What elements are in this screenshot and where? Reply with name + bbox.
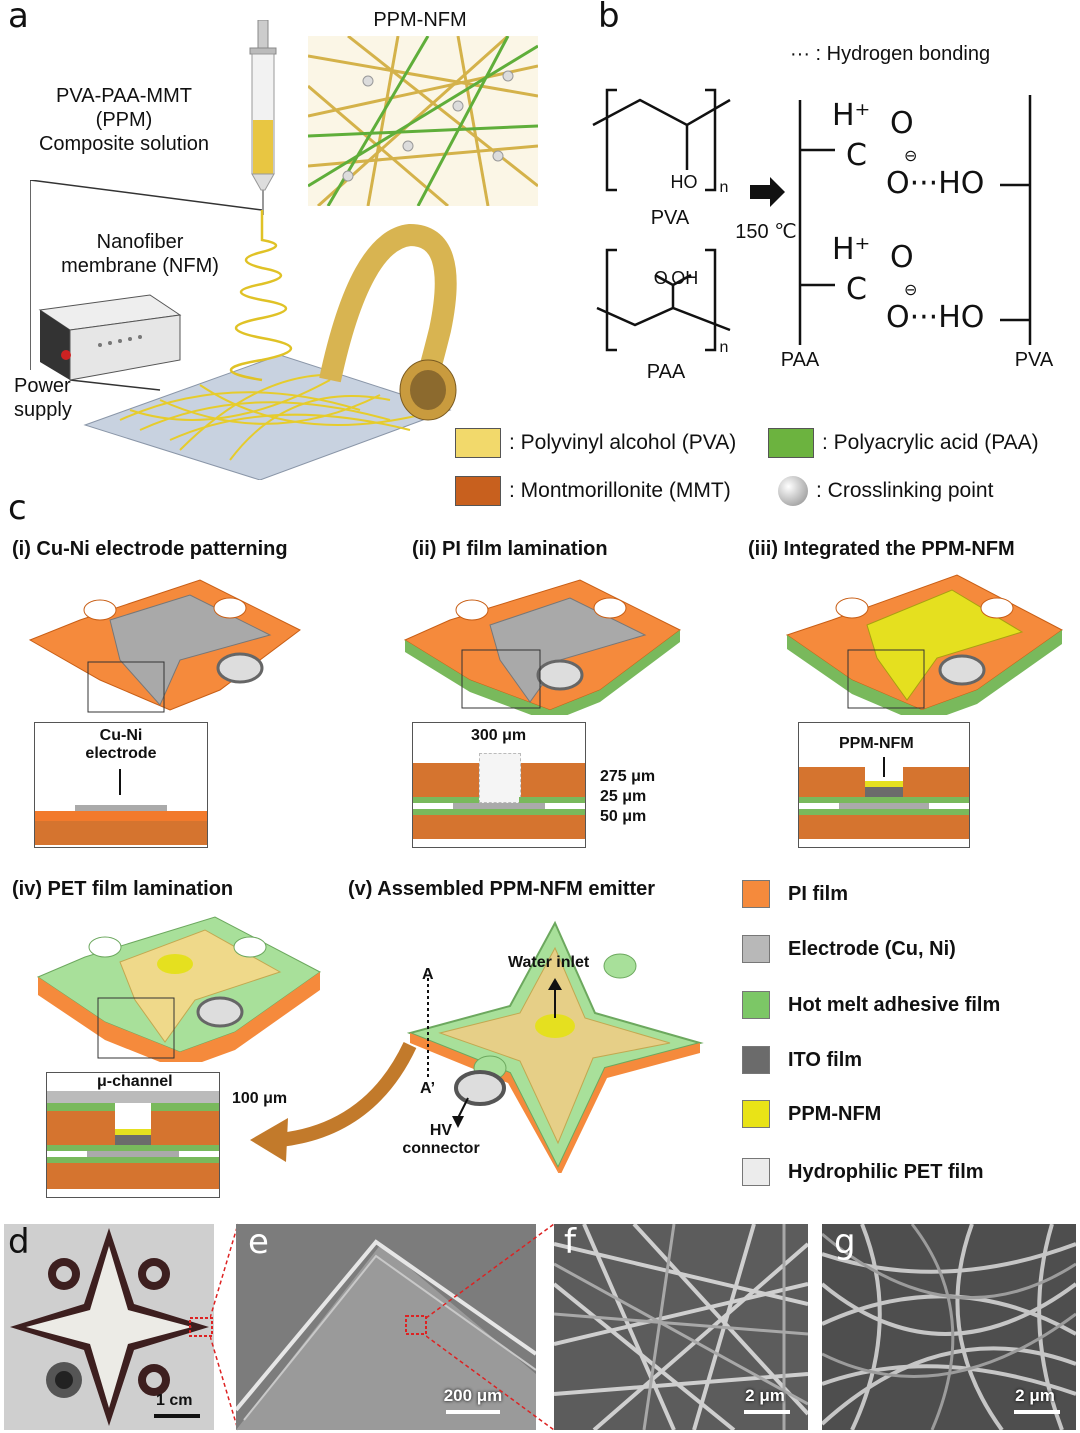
temperature-label: 150 ℃ <box>735 221 797 243</box>
zoom-lines-e-f <box>426 1223 555 1431</box>
step-ii-device <box>403 579 681 715</box>
network-pva-label: PVA <box>1014 349 1054 371</box>
scale-bar-d <box>154 1414 200 1418</box>
ominus-1: ⊖ <box>904 146 918 165</box>
paa-o-oh: O OH <box>653 268 699 288</box>
legend-hot-melt: Hot melt adhesive film <box>742 991 1000 1019</box>
ppm-nfm-mesh-image <box>308 36 538 206</box>
curved-arrow-icon <box>250 1041 417 1162</box>
h-plus-1: H⁺ <box>832 98 871 133</box>
o-ho-2: O···HO <box>886 300 985 335</box>
down-arrow-icon <box>883 757 885 777</box>
hot-melt-swatch <box>742 991 770 1019</box>
panel-letter-d: d <box>8 1222 30 1262</box>
legend-pi-film: PI film <box>742 880 848 908</box>
scale-label-d: 1 cm <box>156 1392 193 1409</box>
panel-d-photo <box>4 1224 214 1430</box>
section-a-label: A <box>422 966 434 983</box>
ominus-2: ⊖ <box>904 280 918 299</box>
electrode-swatch <box>742 935 770 963</box>
legend-electrode: Electrode (Cu, Ni) <box>742 935 956 963</box>
pva-paa-structure <box>592 88 1032 352</box>
pva-swatch <box>455 428 501 458</box>
thickness-275-label: 275 μm <box>600 768 656 785</box>
scale-bar-e <box>446 1410 500 1414</box>
panel-letter-b: b <box>598 0 620 36</box>
step-i-title: (i) Cu-Ni electrode patterning <box>12 538 288 560</box>
assembled-emitter <box>406 920 704 1173</box>
nfm-label: Nanofiber membrane (NFM) <box>61 231 219 277</box>
o-top-1: O <box>890 106 914 141</box>
ppm-nfm-title: PPM-NFM <box>373 9 467 31</box>
step-iii-device <box>785 574 1063 715</box>
step-ii-inset: 300 μm <box>412 722 586 848</box>
scale-bar-g <box>1014 1410 1060 1414</box>
scale-label-f: 2 μm <box>745 1386 785 1405</box>
thickness-100-label: 100 μm <box>232 1090 288 1107</box>
ppm-nfm-swatch <box>742 1100 770 1128</box>
step-v-title: (v) Assembled PPM-NFM emitter <box>348 878 656 900</box>
ito-swatch <box>742 1046 770 1074</box>
scale-label-e: 200 μm <box>443 1386 503 1405</box>
step-iii-inset: PPM-NFM <box>798 722 970 848</box>
solution-label: PVA-PAA-MMT (PPM) Composite solution <box>38 85 210 155</box>
pva-label: PVA <box>650 207 690 229</box>
h-plus-2: H⁺ <box>832 232 871 267</box>
step-iv-title: (iv) PET film lamination <box>12 878 234 900</box>
thickness-25-label: 25 μm <box>600 788 647 805</box>
legend-crosslink: : Crosslinking point <box>778 476 993 506</box>
zoom-lines-d-e <box>210 1223 239 1431</box>
scale-bar-f <box>744 1410 790 1414</box>
mmt-swatch <box>455 476 501 506</box>
hydrogen-bonding-legend: ··· : Hydrogen bonding <box>790 43 991 65</box>
panel-e-sem <box>236 1224 536 1430</box>
legend-ppm-nfm: PPM-NFM <box>742 1100 881 1128</box>
panel-f-sem <box>554 1224 808 1430</box>
paa-swatch <box>768 428 814 458</box>
ppm-nfm-inset-label: PPM-NFM <box>839 735 914 752</box>
panel-letter-f: f <box>564 1222 576 1262</box>
panel-letter-e: e <box>248 1222 269 1262</box>
pet-swatch <box>742 1158 770 1186</box>
scale-label-g: 2 μm <box>1015 1386 1055 1405</box>
section-a-prime-label: A’ <box>420 1080 436 1097</box>
panel-letter-c: c <box>8 488 27 528</box>
network-paa-label: PAA <box>780 349 820 371</box>
legend-mmt: : Montmorillonite (MMT) <box>455 476 731 506</box>
power-supply-label: Power supply <box>14 375 72 421</box>
legend-ito: ITO film <box>742 1046 862 1074</box>
step-i-device <box>28 579 301 713</box>
legend-pva: : Polyvinyl alcohol (PVA) <box>455 428 736 458</box>
panel-letter-a: a <box>8 0 29 36</box>
legend-paa: : Polyacrylic acid (PAA) <box>768 428 1039 458</box>
pva-n: n <box>719 179 729 196</box>
step-iv-device <box>36 916 321 1062</box>
step-iii-title: (iii) Integrated the PPM-NFM <box>748 538 1015 560</box>
pi-film-swatch <box>742 880 770 908</box>
crosslink-sphere-icon <box>778 476 808 506</box>
water-inlet-label: Water inlet <box>508 954 590 971</box>
c-1: C <box>846 138 867 173</box>
thickness-50-label: 50 μm <box>600 808 647 825</box>
syringe-icon <box>249 20 277 215</box>
panel-g-sem <box>822 1224 1076 1430</box>
legend-pet: Hydrophilic PET film <box>742 1158 984 1186</box>
step-iv-inset: μ-channel <box>46 1072 220 1198</box>
electrospinning-setup <box>30 180 457 480</box>
panel-letter-g: g <box>834 1222 856 1262</box>
c-2: C <box>846 272 867 307</box>
o-top-2: O <box>890 240 914 275</box>
paa-n: n <box>719 339 729 356</box>
pva-ho: HO <box>670 172 698 192</box>
o-ho-1: O···HO <box>886 166 985 201</box>
step-ii-title: (ii) PI film lamination <box>412 538 608 560</box>
down-arrow-icon <box>119 769 121 795</box>
u-channel-label: μ-channel <box>97 1073 173 1090</box>
width-300-label: 300 μm <box>471 727 527 744</box>
paa-label: PAA <box>646 361 686 383</box>
